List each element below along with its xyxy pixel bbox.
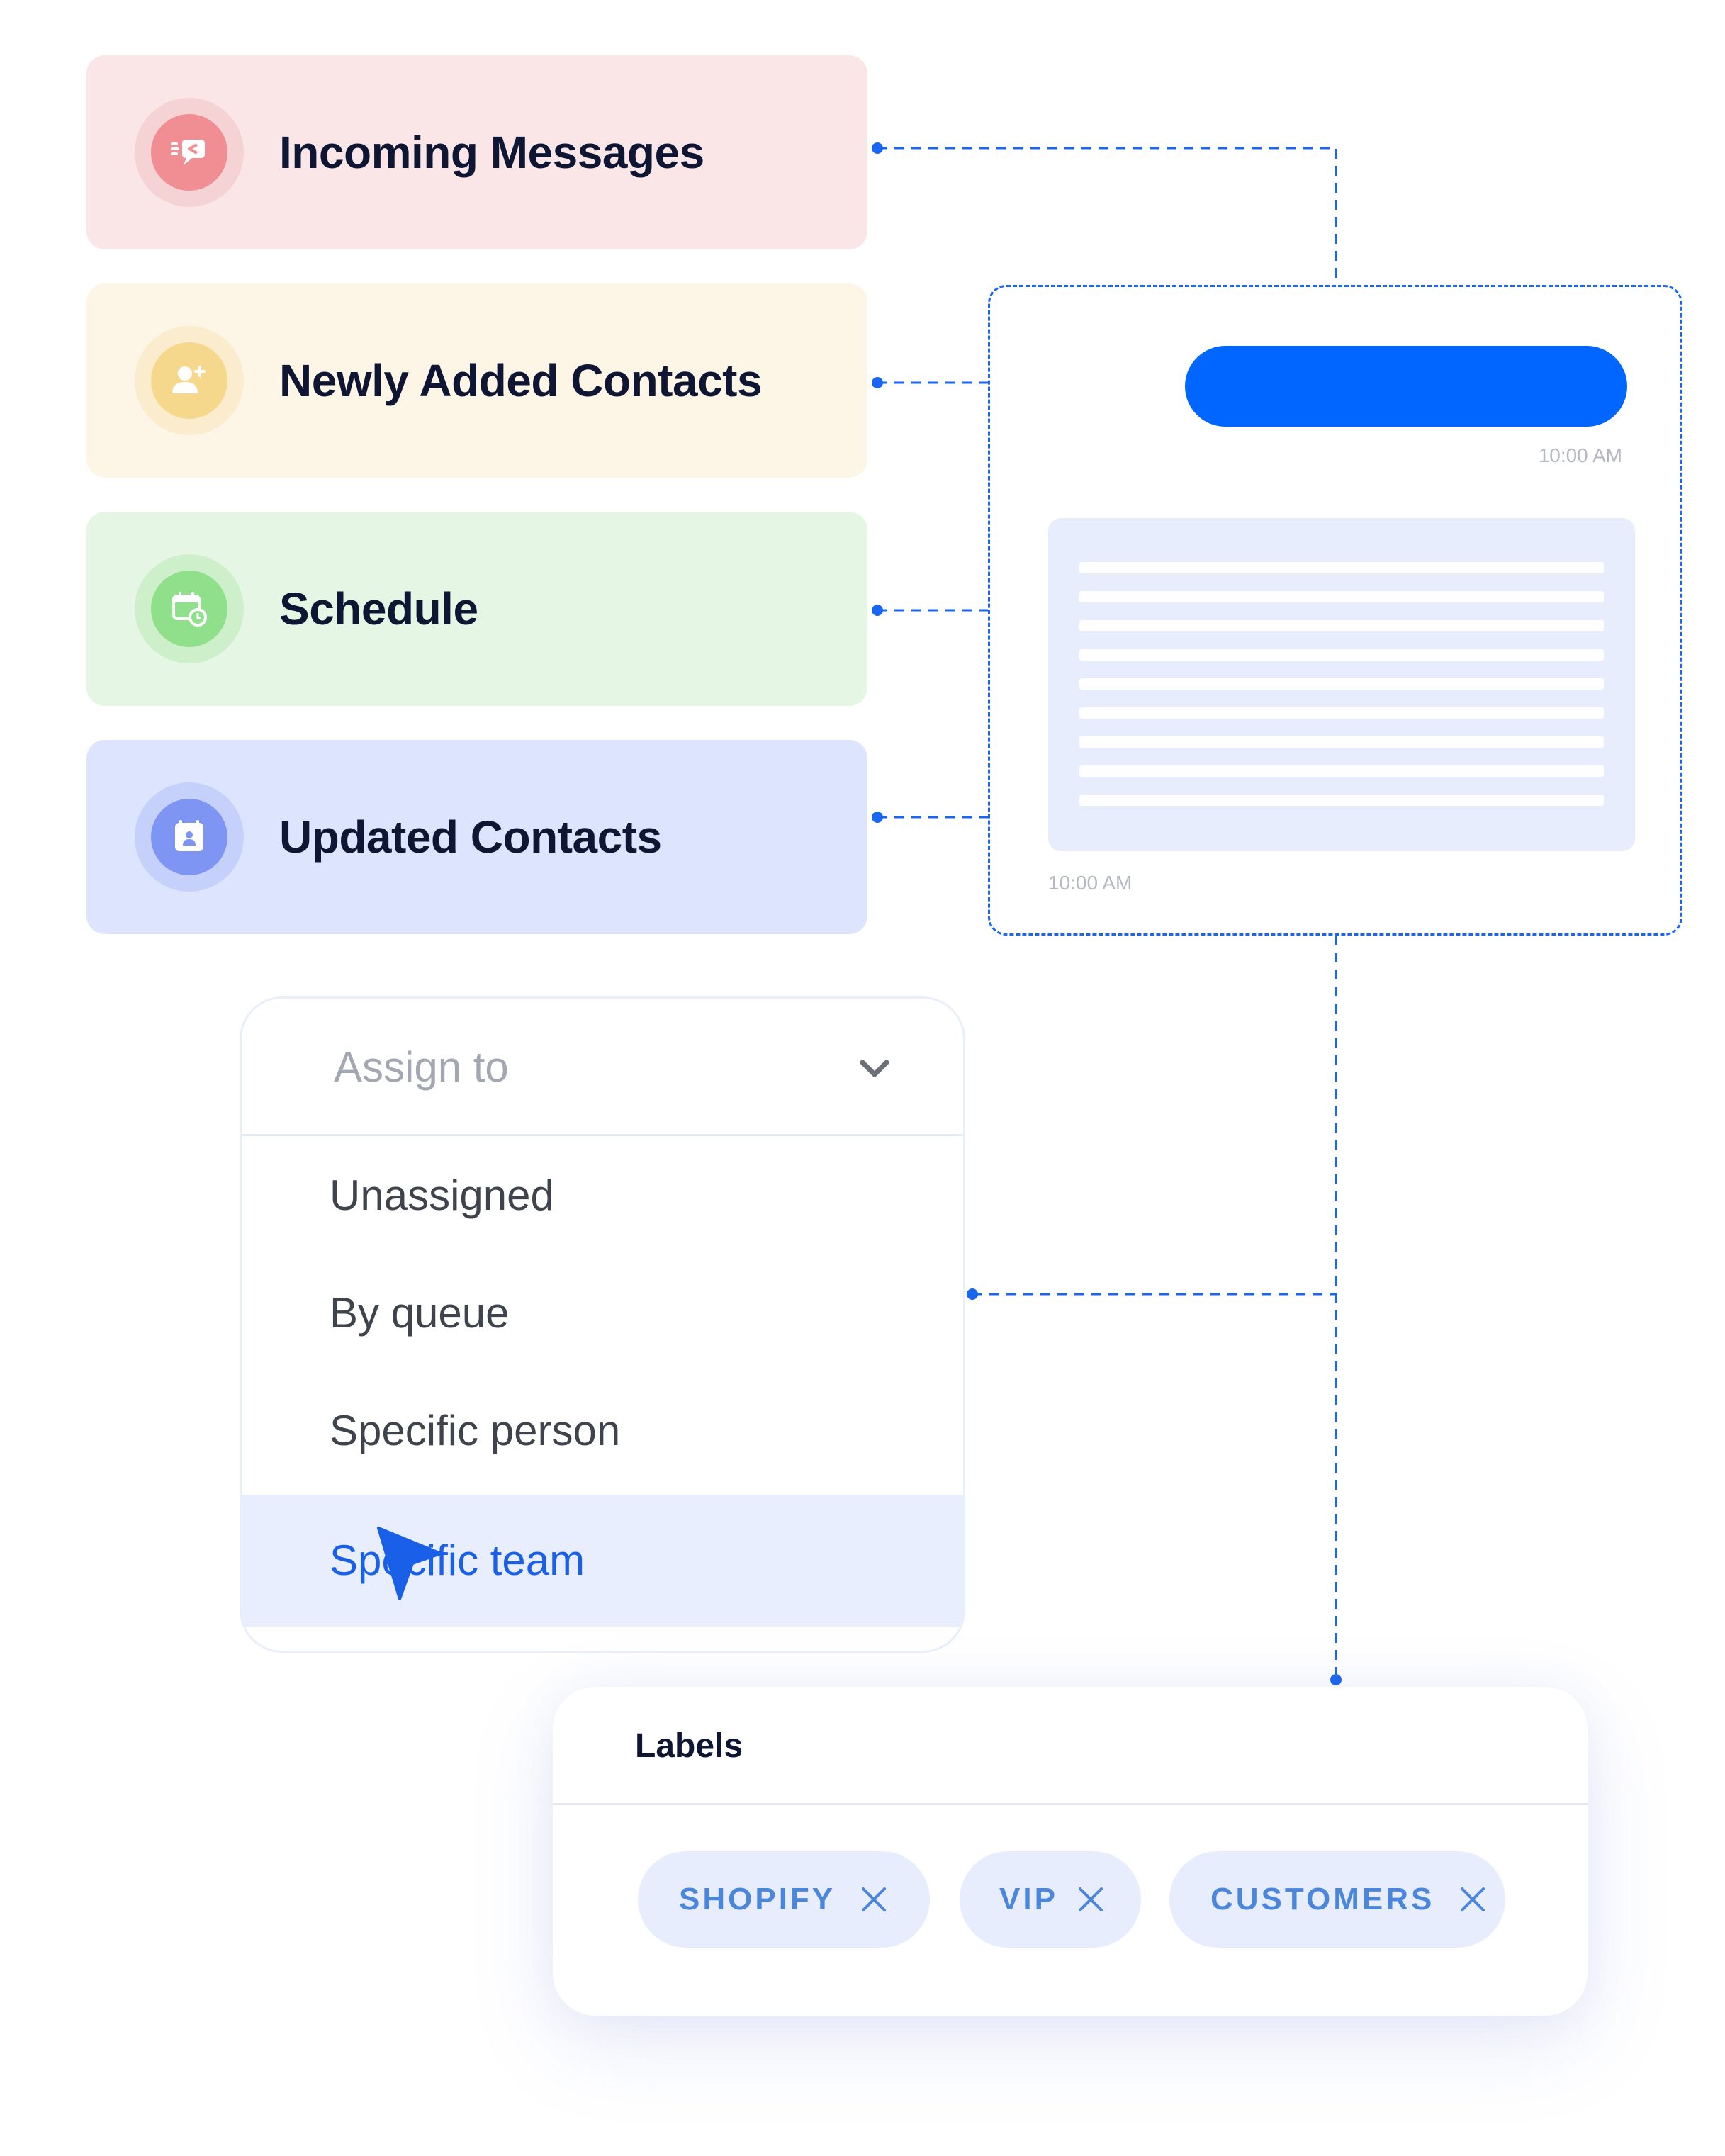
trigger-title: Updated Contacts	[279, 812, 662, 863]
assign-select[interactable]: Assign to	[242, 999, 963, 1136]
calendar-clock-icon	[151, 571, 227, 647]
assign-dropdown[interactable]: Assign to Unassigned By queue Specific p…	[240, 996, 965, 1653]
label-chip-shopify[interactable]: SHOPIFY	[638, 1851, 930, 1948]
outgoing-timestamp: 10:00 AM	[1538, 444, 1622, 466]
incoming-message-icon	[151, 114, 227, 191]
assign-placeholder: Assign to	[334, 1043, 509, 1091]
label-chip-customers[interactable]: CUSTOMERS	[1169, 1851, 1505, 1948]
label-chip-vip[interactable]: VIP	[960, 1851, 1141, 1948]
text-line	[1079, 795, 1604, 806]
outgoing-message-bubble	[1185, 346, 1627, 427]
option-unassigned[interactable]: Unassigned	[330, 1172, 554, 1219]
trigger-card-newly-added-contacts[interactable]: Newly Added Contacts	[86, 283, 867, 478]
text-line	[1079, 678, 1604, 690]
option-by-queue[interactable]: By queue	[330, 1289, 510, 1337]
chevron-down-icon	[860, 1060, 889, 1077]
labels-panel: Labels SHOPIFY VIP CUSTOMERS	[553, 1687, 1588, 2016]
text-line	[1079, 707, 1604, 719]
divider	[553, 1803, 1588, 1805]
text-line	[1079, 620, 1604, 631]
option-specific-person[interactable]: Specific person	[330, 1407, 621, 1454]
trigger-card-schedule[interactable]: Schedule	[86, 512, 867, 706]
trigger-title: Schedule	[279, 583, 478, 634]
close-icon[interactable]	[860, 1885, 888, 1914]
incoming-message-bubble	[1048, 518, 1635, 851]
trigger-title: Newly Added Contacts	[279, 355, 763, 406]
text-line	[1079, 736, 1604, 748]
incoming-timestamp: 10:00 AM	[1048, 872, 1133, 894]
labels-title: Labels	[635, 1727, 743, 1765]
trigger-title: Incoming Messages	[279, 127, 704, 178]
close-icon[interactable]	[1077, 1885, 1105, 1914]
chat-preview: 10:00 AM 10:00 AM	[988, 285, 1682, 936]
contact-card-icon	[151, 799, 227, 875]
option-specific-team[interactable]: Specific team	[242, 1495, 963, 1627]
trigger-card-incoming-messages[interactable]: Incoming Messages	[86, 55, 867, 249]
trigger-card-updated-contacts[interactable]: Updated Contacts	[86, 740, 867, 934]
text-line	[1079, 649, 1604, 661]
text-line	[1079, 591, 1604, 602]
text-line	[1079, 562, 1604, 573]
cursor-pointer-icon	[377, 1527, 442, 1600]
add-contact-icon	[151, 342, 227, 419]
close-icon[interactable]	[1459, 1885, 1487, 1914]
text-line	[1079, 765, 1604, 777]
